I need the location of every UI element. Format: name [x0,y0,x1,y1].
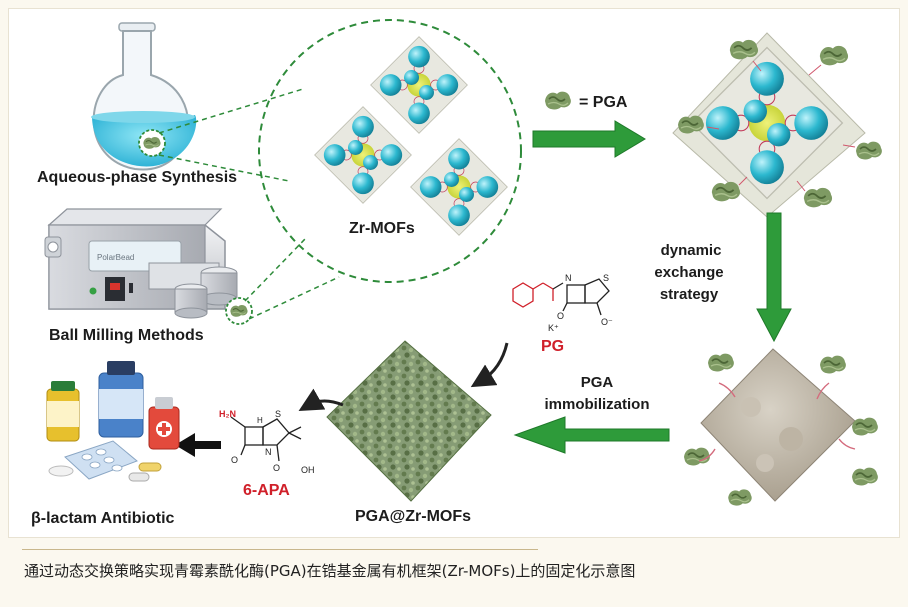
curved-arrow-icon [470,342,509,388]
h2n-group: H₂N [219,409,236,419]
flask-icon [91,22,197,171]
apa-o-atom: O [231,455,238,465]
six-apa-molecule-icon [230,416,302,462]
zoom-line [158,88,304,134]
pga-zr-mof-icon [326,340,492,502]
mof-with-enzymes-icon [672,32,883,218]
pga-immobilization-line1: PGA [581,374,614,391]
ball-milling-label: Ball Milling Methods [49,327,204,344]
pg-core-icon [552,278,610,316]
aqueous-label: Aqueous-phase Synthesis [37,169,237,186]
pg-s-atom: S [603,273,609,283]
apa-oh-group: OH [301,465,315,475]
dynamic-label-line1: dynamic [661,242,722,259]
six-apa-label: 6-APA [243,482,290,499]
pg-label: PG [541,338,564,355]
arrow-left-icon [513,416,670,454]
zoom-line [244,238,306,302]
apa-h-atom: H [257,416,263,425]
zr-mof-cluster-icon [314,106,412,204]
mill-screen-text: PolarBead [97,253,134,262]
figure-panel: Aqueous-phase Synthesis PolarBead Ball M… [8,8,900,538]
zoom-line [248,276,340,320]
zr-mof-cluster-icon [410,138,508,236]
apa-n-atom: N [265,447,272,457]
pg-k-plus: K⁺ [548,323,559,333]
scheme-diagram: Aqueous-phase Synthesis PolarBead Ball M… [31,19,883,527]
antibiotic-bottles-icon [46,361,180,482]
zr-mof-cluster-icon [370,36,468,134]
dynamic-label-line3: strategy [660,286,719,303]
zr-mofs-label: Zr-MOFs [349,220,415,237]
arrow-right-icon [532,120,646,158]
pg-molecule-icon [512,282,554,308]
apa-s-atom: S [275,409,281,419]
dynamic-label-line2: exchange [654,264,723,281]
pg-o-minus: O⁻ [601,317,613,327]
pga-legend-label: = PGA [579,94,628,111]
curved-arrow-icon [298,388,344,411]
antibiotic-label: β-lactam Antibiotic [31,510,175,527]
pg-o-atom: O [557,311,564,321]
pga-enzyme-icon [544,90,572,111]
arrow-down-icon [756,212,792,343]
mof-zoom-circle [258,19,522,283]
rough-mof-icon [683,348,879,507]
figure-caption: 通过动态交换策略实现青霉素酰化酶(PGA)在锆基金属有机框架(Zr-MOFs)上… [24,562,636,580]
pg-n-atom: N [565,273,572,283]
pga-zr-mofs-label: PGA@Zr-MOFs [355,508,471,525]
apa-o-atom-2: O [273,463,280,473]
arrow-left-black-icon [175,433,221,457]
ball-mill-icon: PolarBead [44,208,253,325]
pga-immobilization-line2: immobilization [545,396,650,413]
caption-rule [22,549,538,550]
zoom-line [158,154,290,182]
